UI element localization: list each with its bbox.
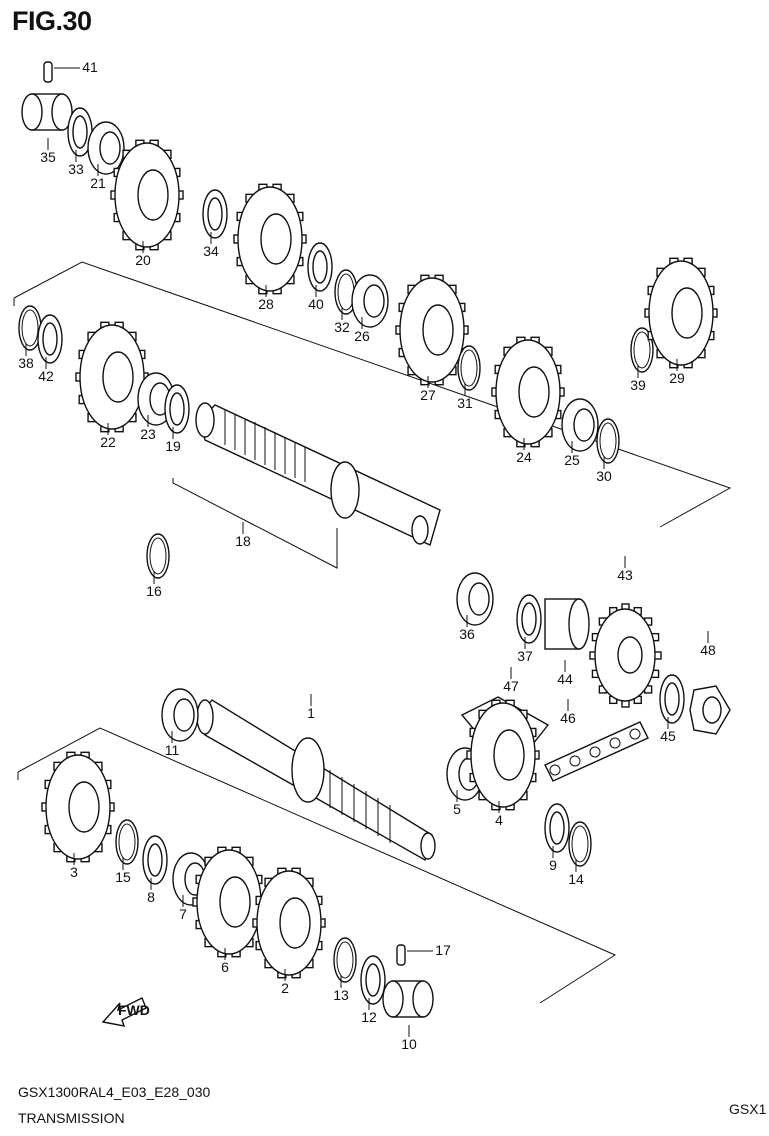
part-label[interactable]: 39 — [630, 377, 646, 393]
part-label[interactable]: 24 — [516, 449, 532, 465]
part-33-washer[interactable] — [67, 107, 93, 157]
part-label[interactable]: 17 — [435, 942, 451, 958]
part-label[interactable]: 44 — [557, 671, 573, 687]
part-label[interactable]: 14 — [568, 871, 584, 887]
part-label[interactable]: 43 — [617, 567, 633, 583]
part-label[interactable]: 38 — [18, 355, 34, 371]
part-label[interactable]: 21 — [90, 175, 106, 191]
part-label[interactable]: 47 — [503, 678, 519, 694]
part-6-gear[interactable] — [192, 846, 266, 958]
part-40-washer[interactable] — [307, 242, 333, 292]
part-13-circlip[interactable] — [333, 937, 357, 983]
part-label[interactable]: 5 — [453, 801, 461, 817]
part-label[interactable]: 20 — [135, 252, 151, 268]
part-2-gear[interactable] — [252, 867, 326, 979]
part-label[interactable]: 4 — [495, 812, 503, 828]
part-label[interactable]: 18 — [235, 533, 251, 549]
part-48-nut[interactable] — [689, 685, 731, 735]
part-label[interactable]: 15 — [115, 869, 131, 885]
part-45-washer[interactable] — [659, 674, 685, 724]
part-20-gear[interactable] — [110, 139, 184, 251]
part-label[interactable]: 35 — [40, 149, 56, 165]
forward-arrow-label: FWD — [118, 1002, 150, 1018]
part-37-washer[interactable] — [516, 594, 542, 644]
part-42-washer[interactable] — [37, 314, 63, 364]
part-label[interactable]: 27 — [420, 387, 436, 403]
part-label[interactable]: 45 — [660, 728, 676, 744]
part-label[interactable]: 34 — [203, 243, 219, 259]
part-8-washer[interactable] — [142, 835, 168, 885]
part-label[interactable]: 28 — [258, 296, 274, 312]
part-16-circlip[interactable] — [146, 533, 170, 579]
part-label[interactable]: 29 — [669, 370, 685, 386]
part-label[interactable]: 25 — [564, 452, 580, 468]
part-26-bearing[interactable] — [351, 274, 389, 328]
part-label[interactable]: 19 — [165, 438, 181, 454]
part-14-circlip[interactable] — [568, 821, 592, 867]
figure-title: FIG.30 — [12, 6, 92, 36]
part-27-gear[interactable] — [395, 274, 469, 386]
part-15-circlip[interactable] — [115, 819, 139, 865]
part-29-gear[interactable] — [644, 257, 718, 369]
part-label[interactable]: 23 — [140, 426, 156, 442]
diagram-code: GSX1300RAL4_E03_E28_030 — [18, 1084, 211, 1100]
forward-arrow-icon: FWD — [101, 997, 150, 1027]
part-label[interactable]: 12 — [361, 1009, 377, 1025]
diagram-name: TRANSMISSION — [18, 1110, 125, 1126]
part-36-bearing[interactable] — [456, 572, 494, 626]
part-label[interactable]: 41 — [82, 59, 98, 75]
part-25-bearing[interactable] — [561, 398, 599, 452]
part-3-gear[interactable] — [41, 751, 115, 863]
part-43-sprocket[interactable] — [589, 603, 662, 708]
part-label[interactable]: 33 — [68, 161, 84, 177]
part-4-gear[interactable] — [466, 699, 540, 811]
frame-lines — [13, 261, 732, 1004]
part-17-pin[interactable] — [396, 944, 406, 966]
part-24-gear[interactable] — [491, 336, 565, 448]
part-21-bearing[interactable] — [87, 121, 125, 175]
part-label[interactable]: 22 — [100, 434, 116, 450]
part-label[interactable]: 30 — [596, 468, 612, 484]
part-12-washer[interactable] — [360, 955, 386, 1005]
corner-text: GSX1 — [729, 1101, 767, 1117]
part-label[interactable]: 3 — [70, 864, 78, 880]
drive-chain[interactable] — [544, 721, 649, 782]
part-label[interactable]: 46 — [560, 710, 576, 726]
part-label[interactable]: 7 — [179, 906, 187, 922]
part-19-washer[interactable] — [164, 384, 190, 434]
part-9-washer[interactable] — [544, 803, 570, 853]
part-label[interactable]: 31 — [457, 395, 473, 411]
part-label[interactable]: 36 — [459, 626, 475, 642]
parts-layer — [18, 61, 731, 1018]
part-22-gear[interactable] — [75, 321, 149, 433]
part-label[interactable]: 11 — [165, 742, 180, 758]
part-28-gear[interactable] — [233, 183, 307, 295]
part-label[interactable]: 8 — [147, 889, 155, 905]
part-label[interactable]: 10 — [401, 1036, 417, 1052]
part-41-pin[interactable] — [43, 61, 53, 83]
part-34-washer[interactable] — [202, 189, 228, 239]
countershaft[interactable] — [195, 402, 441, 546]
part-label[interactable]: 13 — [333, 987, 349, 1003]
part-35-collar[interactable] — [21, 93, 73, 131]
part-label[interactable]: 2 — [281, 980, 289, 996]
part-label[interactable]: 32 — [334, 319, 350, 335]
part-label[interactable]: 9 — [549, 857, 557, 873]
part-label[interactable]: 1 — [307, 705, 315, 721]
part-30-circlip[interactable] — [596, 418, 620, 464]
part-44-spacer[interactable] — [544, 598, 590, 650]
part-label[interactable]: 6 — [221, 959, 229, 975]
driveshaft[interactable] — [196, 699, 436, 862]
part-label[interactable]: 37 — [517, 648, 533, 664]
part-10-collar[interactable] — [382, 980, 434, 1018]
part-11-bearing[interactable] — [161, 688, 199, 742]
part-label[interactable]: 40 — [308, 296, 324, 312]
part-label[interactable]: 16 — [146, 583, 162, 599]
part-label[interactable]: 42 — [38, 368, 54, 384]
part-label[interactable]: 26 — [354, 328, 370, 344]
part-31-circlip[interactable] — [457, 345, 481, 391]
part-label[interactable]: 48 — [700, 642, 716, 658]
